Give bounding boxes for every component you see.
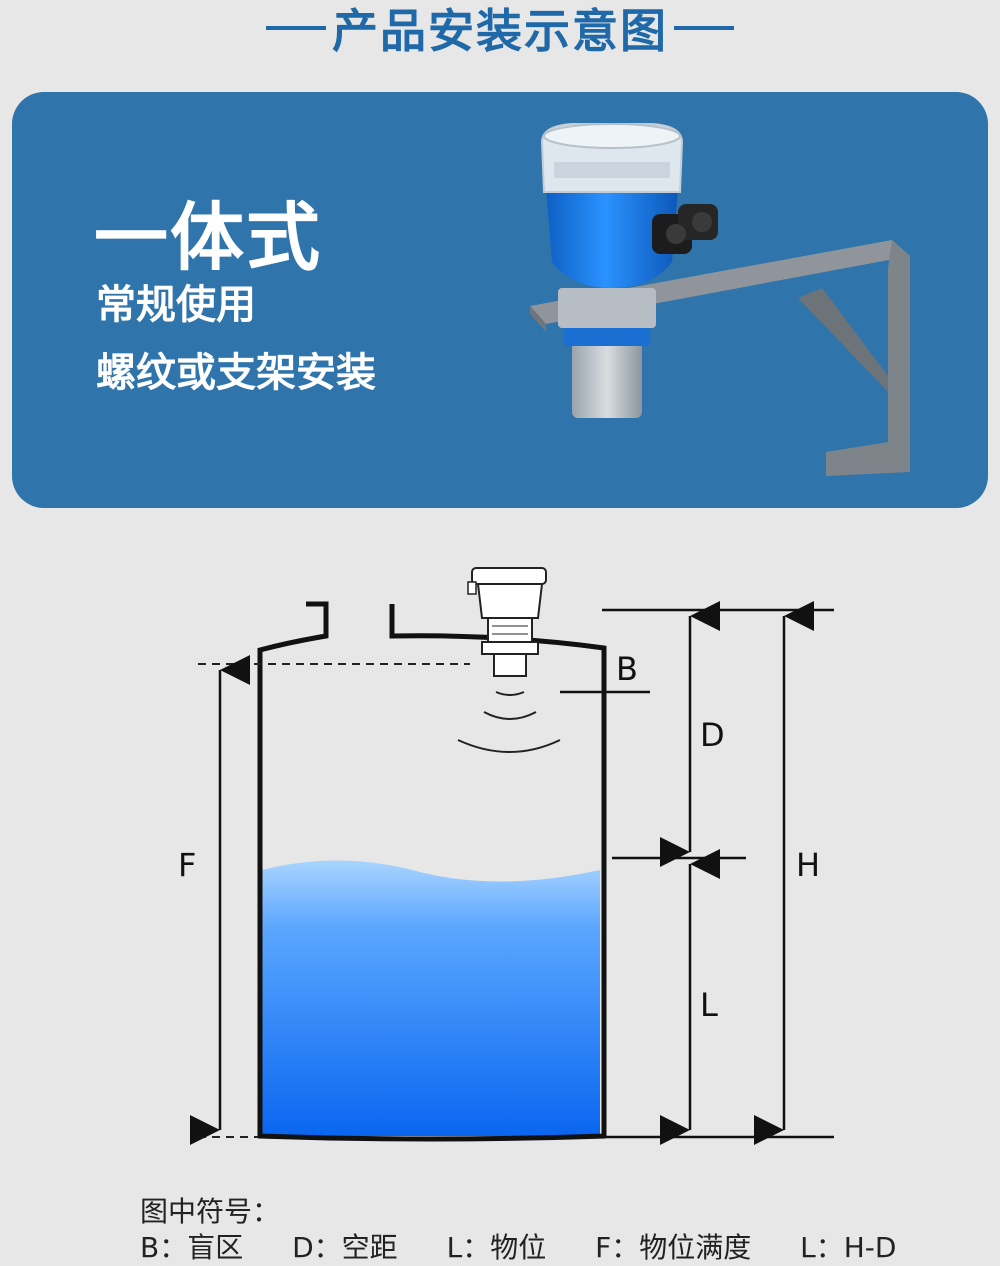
- legend-item-empty-distance: D：空距: [292, 1231, 398, 1264]
- legend-row: B：盲区 D：空距 L：物位 F：物位满度 L：H-D: [140, 1226, 1000, 1266]
- panel-title: 一体式: [94, 195, 322, 281]
- legend-title: 图中符号：: [140, 1195, 281, 1228]
- panel-line-usage: 常规使用: [96, 282, 256, 328]
- tank-sensor-icon: [467, 567, 547, 677]
- legend-item-level: L：物位: [446, 1231, 547, 1264]
- label-F: F: [178, 846, 196, 884]
- cable-gland-icon: [652, 204, 718, 254]
- legend-item-formula: L：H-D: [800, 1231, 897, 1264]
- legend-item-blind-zone: B：盲区: [140, 1231, 244, 1264]
- page-title: 产品安装示意图: [0, 0, 1000, 58]
- tank-diagram: B D F H L: [178, 567, 834, 1145]
- label-B: B: [616, 650, 638, 688]
- legend-item-full-scale: F：物位满度: [595, 1231, 752, 1264]
- thread-nut: [558, 288, 656, 328]
- sensor-with-bracket-image: [530, 123, 910, 476]
- panel-line-mount: 螺纹或支架安装: [96, 350, 376, 396]
- ultrasonic-wave-icon: [457, 691, 561, 753]
- label-D: D: [700, 716, 725, 754]
- sensor-body: [546, 188, 678, 288]
- label-H: H: [796, 846, 820, 884]
- probe-horn: [572, 342, 642, 418]
- title-dash-left: [266, 26, 326, 30]
- probe-collar: [564, 324, 650, 346]
- liquid-level: [262, 860, 600, 1136]
- page-title-text: 产品安装示意图: [332, 4, 668, 58]
- label-L: L: [700, 986, 718, 1024]
- installation-panel: 一体式 常规使用 螺纹或支架安装: [12, 92, 988, 508]
- title-dash-right: [674, 26, 734, 30]
